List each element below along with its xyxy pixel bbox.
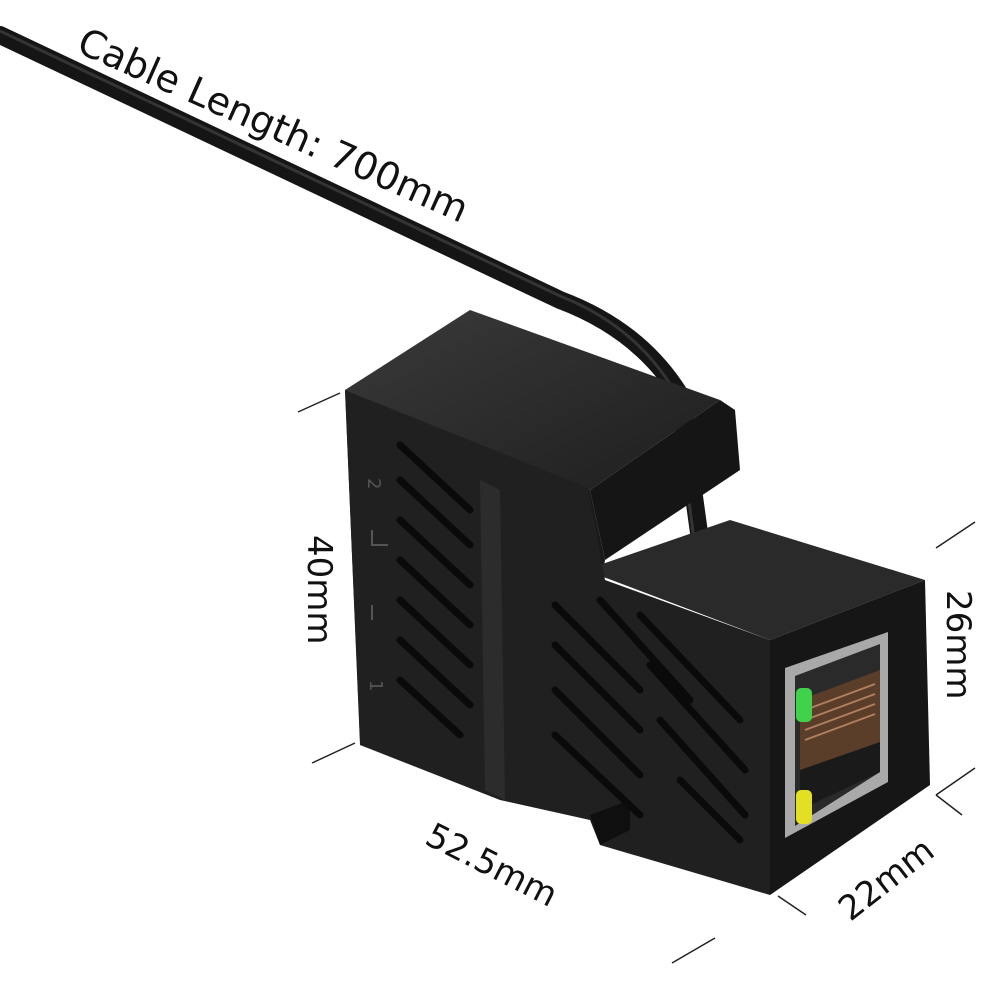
port-marking-brackets xyxy=(371,530,388,620)
port-height-dimension-label: 26mm xyxy=(938,590,978,700)
dimension-lines xyxy=(297,392,976,964)
splitter-body xyxy=(345,310,930,895)
grip-grooves-lower xyxy=(551,596,749,844)
led-yellow xyxy=(796,790,812,824)
port-number-1: 1 xyxy=(365,680,386,691)
height-dimension-label: 40mm xyxy=(299,535,339,645)
port-number-2: 2 xyxy=(363,478,384,489)
divider-ridge xyxy=(480,480,505,800)
rj45-port xyxy=(785,632,888,838)
grip-grooves-upper xyxy=(396,441,474,739)
led-green xyxy=(796,688,812,722)
